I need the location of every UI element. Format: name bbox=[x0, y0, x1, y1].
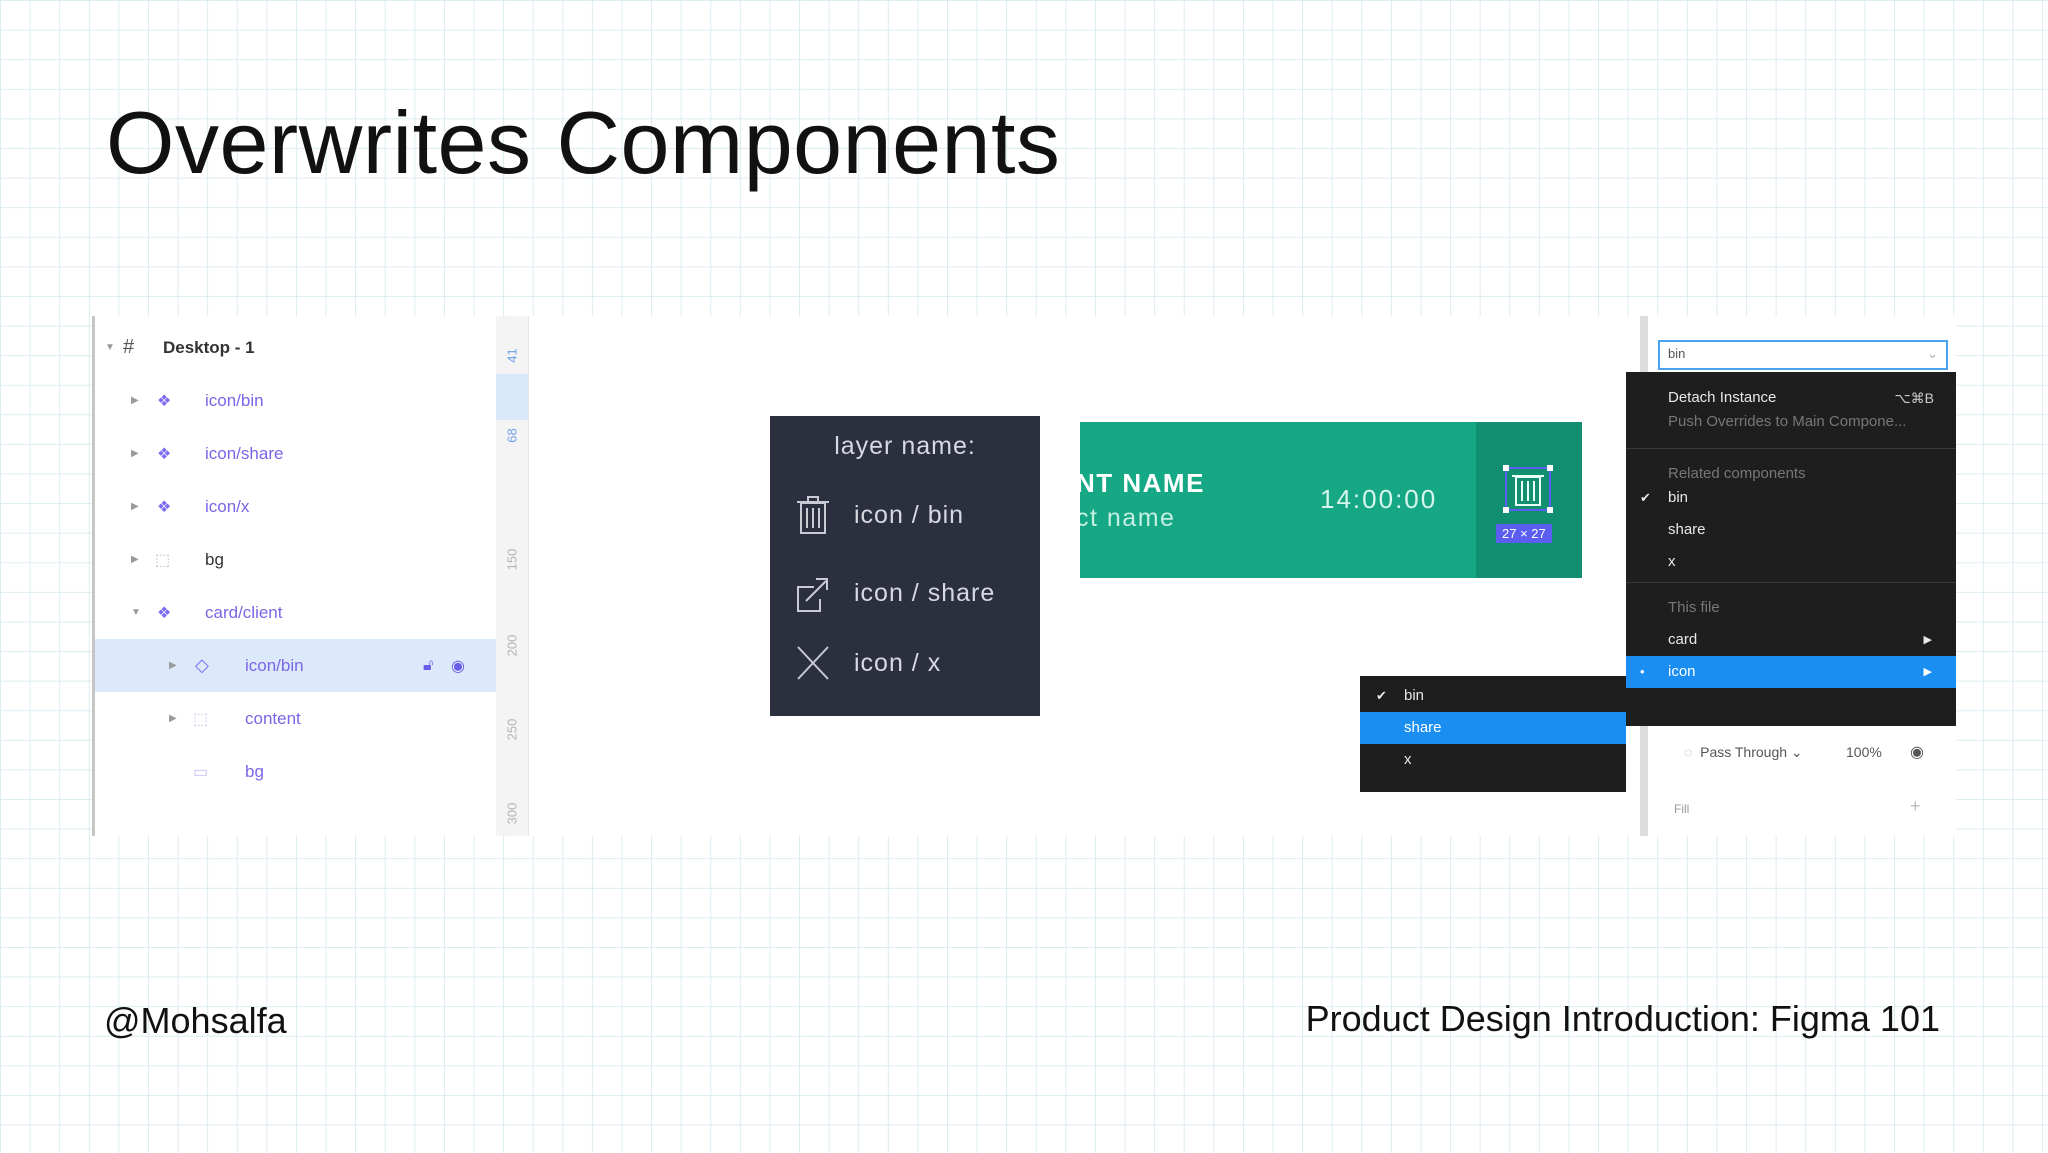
caret-down-icon[interactable]: ▼ bbox=[131, 607, 141, 618]
layer-row[interactable]: ▼ ❖ card/client bbox=[95, 586, 496, 639]
ruler-mark: 300 bbox=[504, 802, 520, 825]
component-icon: ❖ bbox=[157, 445, 172, 463]
component-icon: ❖ bbox=[157, 604, 172, 622]
slide-title: Overwrites Components bbox=[106, 93, 1061, 192]
instance-icon: ◇ bbox=[195, 655, 209, 675]
layer-row[interactable]: ▶ ❖ icon/share bbox=[95, 427, 496, 480]
menu-item-related-share[interactable]: share bbox=[1668, 521, 1706, 538]
layer-label: bg bbox=[205, 549, 224, 569]
caret-right-icon[interactable]: ▶ bbox=[131, 554, 139, 565]
add-fill-icon[interactable]: + bbox=[1910, 796, 1921, 816]
unlock-icon[interactable]: 🔓︎ bbox=[423, 656, 434, 674]
layer-row[interactable]: ▭ bg bbox=[95, 745, 496, 798]
menu-divider bbox=[1626, 448, 1956, 449]
detach-shortcut: ⌥⌘B bbox=[1894, 390, 1934, 406]
layer-label: card/client bbox=[205, 602, 283, 622]
chevron-down-icon: ⌄ bbox=[1927, 346, 1938, 361]
layer-row[interactable]: ▶ ⬚ bg bbox=[95, 533, 496, 586]
bullet-icon: • bbox=[1640, 664, 1645, 679]
menu-header-related: Related components bbox=[1668, 465, 1806, 482]
caret-right-icon: ▶ bbox=[1923, 666, 1932, 678]
card-row-label: icon / share bbox=[854, 578, 996, 607]
card-row-label: icon / x bbox=[854, 648, 942, 677]
instance-value: bin bbox=[1668, 346, 1686, 361]
submenu-item-bin[interactable]: ✔ bin bbox=[1360, 680, 1626, 712]
layer-label: icon/bin bbox=[205, 390, 264, 410]
ruler-mark: 68 bbox=[504, 428, 520, 443]
instance-swap-select[interactable]: bin ⌄ bbox=[1658, 340, 1948, 370]
layer-row[interactable]: ▶ ⬚ content bbox=[95, 692, 496, 745]
caret-right-icon[interactable]: ▶ bbox=[131, 448, 139, 459]
caret-right-icon[interactable]: ▶ bbox=[131, 395, 139, 406]
frame-icon: # bbox=[123, 336, 135, 358]
ruler-selection-highlight bbox=[496, 374, 528, 420]
layer-label: Desktop - 1 bbox=[163, 337, 255, 357]
blend-mode-select[interactable]: ◌ Pass Through ⌄ bbox=[1684, 744, 1803, 760]
component-icon: ❖ bbox=[157, 498, 172, 516]
ruler-labels: 41 68 150 200 250 300 bbox=[496, 316, 528, 836]
card-heading: layer name: bbox=[834, 432, 976, 460]
client-name: NT NAME bbox=[1080, 468, 1205, 498]
layer-label: content bbox=[245, 708, 301, 728]
share-icon bbox=[797, 578, 828, 612]
ruler-mark: 200 bbox=[504, 634, 520, 657]
caret-right-icon[interactable]: ▶ bbox=[169, 660, 177, 671]
layer-row-selected[interactable]: ▶ ◇ icon/bin 🔓︎ ◉ bbox=[95, 639, 496, 692]
close-icon bbox=[797, 646, 829, 680]
ruler-mark: 250 bbox=[504, 718, 520, 741]
layer-label: icon/bin bbox=[245, 655, 304, 675]
submenu-item-x[interactable]: x bbox=[1404, 751, 1412, 768]
layer-row[interactable]: ▶ ❖ icon/x bbox=[95, 480, 496, 533]
dimension-badge: 27 × 27 bbox=[1496, 524, 1552, 543]
caret-right-icon[interactable]: ▶ bbox=[169, 713, 177, 724]
figma-screenshot: ▼ # Desktop - 1 ▶ ❖ icon/bin ▶ ❖ icon/sh… bbox=[92, 316, 1956, 836]
frame-dashed-icon: ⬚ bbox=[155, 551, 171, 569]
layer-row[interactable]: ▶ ❖ icon/bin bbox=[95, 374, 496, 427]
menu-item-detach[interactable]: Detach Instance ⌥⌘B bbox=[1626, 382, 1956, 414]
component-icon: ❖ bbox=[157, 392, 172, 410]
icon-submenu: ✔ bin share x bbox=[1360, 676, 1626, 792]
menu-item-icon[interactable]: • icon ▶ bbox=[1626, 656, 1956, 688]
menu-divider bbox=[1626, 582, 1956, 583]
submenu-item-share[interactable]: share bbox=[1360, 712, 1626, 744]
author-handle: @Mohsalfa bbox=[104, 1000, 287, 1041]
client-subtitle: ct name bbox=[1080, 504, 1176, 532]
menu-item-related-bin[interactable]: ✔ bin bbox=[1626, 482, 1956, 514]
layer-label: icon/share bbox=[205, 443, 284, 463]
layer-name-card: layer name: icon / bin icon / share icon… bbox=[770, 416, 1040, 716]
card-row: icon / bin bbox=[796, 490, 964, 540]
layer-label: icon/x bbox=[205, 496, 250, 516]
opacity-field[interactable]: 100% bbox=[1846, 744, 1882, 760]
rectangle-icon: ▭ bbox=[193, 763, 209, 781]
menu-header-this-file: This file bbox=[1668, 599, 1720, 616]
course-title: Product Design Introduction: Figma 101 bbox=[1305, 998, 1940, 1039]
frame-dashed-icon: ⬚ bbox=[193, 710, 209, 728]
layers-panel: ▼ # Desktop - 1 ▶ ❖ icon/bin ▶ ❖ icon/sh… bbox=[92, 316, 496, 836]
card-row: icon / x bbox=[796, 638, 941, 688]
ruler-mark: 150 bbox=[504, 548, 520, 571]
check-icon: ✔ bbox=[1640, 490, 1651, 505]
instance-context-menu: Detach Instance ⌥⌘B Push Overrides to Ma… bbox=[1626, 372, 1956, 726]
check-icon: ✔ bbox=[1376, 688, 1387, 703]
ruler-mark: 41 bbox=[504, 348, 520, 363]
trash-icon bbox=[1503, 465, 1553, 513]
eye-icon[interactable]: ◉ bbox=[451, 657, 465, 675]
caret-right-icon: ▶ bbox=[1923, 634, 1932, 646]
caret-down-icon[interactable]: ▼ bbox=[105, 342, 115, 353]
card-row: icon / share bbox=[796, 568, 995, 618]
layer-label: bg bbox=[245, 761, 264, 781]
fill-label: Fill bbox=[1674, 802, 1690, 816]
menu-item-card[interactable]: card ▶ bbox=[1626, 624, 1956, 656]
trash-icon bbox=[797, 496, 829, 534]
eye-icon[interactable]: ◉ bbox=[1910, 744, 1924, 761]
blend-icon: ◌ bbox=[1684, 744, 1693, 760]
icon-instance-selected[interactable]: 27 × 27 bbox=[1476, 422, 1582, 578]
menu-item-related-x[interactable]: x bbox=[1668, 553, 1676, 570]
client-card[interactable]: NT NAME ct name 14:00:00 27 × 27 bbox=[1080, 422, 1582, 578]
menu-item-push-overrides[interactable]: Push Overrides to Main Compone... bbox=[1668, 413, 1907, 430]
layer-frame-desktop[interactable]: ▼ # Desktop - 1 bbox=[95, 321, 496, 374]
card-row-label: icon / bin bbox=[854, 500, 965, 529]
caret-right-icon[interactable]: ▶ bbox=[131, 501, 139, 512]
client-time: 14:00:00 bbox=[1320, 484, 1438, 514]
